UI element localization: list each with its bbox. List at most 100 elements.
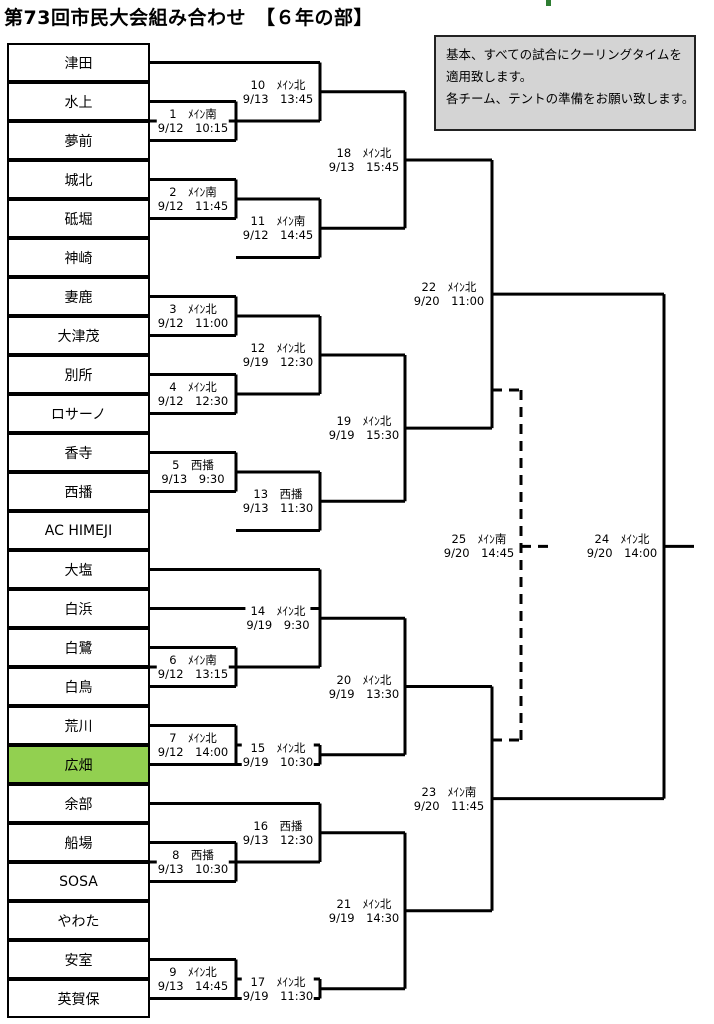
notice-line: 各チーム、テントの準備をお願い致します。 <box>446 91 695 106</box>
match-time: 9/13 14:45 <box>157 979 229 993</box>
team-box: 余部 <box>7 784 150 823</box>
match-number-venue: 1 ﾒｲﾝ南 <box>169 107 217 121</box>
match-number-venue: 8 西播 <box>172 848 214 862</box>
match-number-venue: 20 ﾒｲﾝ北 <box>336 672 392 687</box>
match-time: 9/19 9:30 <box>246 618 310 633</box>
match-number-venue: 11 ﾒｲﾝ南 <box>250 214 306 229</box>
page-title: 第73回市民大会組み合わせ 【６年の部】 <box>4 7 373 29</box>
match-number-venue: 3 ﾒｲﾝ北 <box>169 302 217 316</box>
team-box: 広畑 <box>7 745 150 784</box>
match-time: 9/13 12:30 <box>242 832 314 847</box>
team-box: 別所 <box>7 355 150 394</box>
match-time: 9/12 10:15 <box>157 121 229 135</box>
match-number-venue: 2 ﾒｲﾝ南 <box>169 185 217 199</box>
match-number-venue: 12 ﾒｲﾝ北 <box>250 341 306 355</box>
match-time: 9/20 14:00 <box>586 546 658 561</box>
team-box: 白鷺 <box>7 628 150 667</box>
team-box: 白浜 <box>7 589 150 628</box>
match-time: 9/13 15:45 <box>328 160 400 174</box>
team-box: 荒川 <box>7 706 150 745</box>
match-number-venue: 16 西播 <box>253 818 303 833</box>
match-number-venue: 21 ﾒｲﾝ北 <box>336 896 392 911</box>
match-time: 9/20 11:45 <box>413 798 485 813</box>
match-number-venue: 7 ﾒｲﾝ北 <box>169 731 217 745</box>
team-box: 香寺 <box>7 433 150 472</box>
match-time: 9/13 9:30 <box>161 472 225 486</box>
match-number-venue: 13 西播 <box>253 487 303 502</box>
match-time: 9/19 12:30 <box>242 355 314 369</box>
team-box: 安室 <box>7 940 150 979</box>
team-box: 津田 <box>7 43 150 82</box>
match-number-venue: 15 ﾒｲﾝ北 <box>250 740 306 755</box>
team-box: 英賀保 <box>7 979 150 1018</box>
team-box: 夢前 <box>7 121 150 160</box>
match-time: 9/12 14:00 <box>157 745 229 759</box>
team-box: ロサーノ <box>7 394 150 433</box>
team-box: やわた <box>7 901 150 940</box>
match-number-venue: 19 ﾒｲﾝ北 <box>336 414 392 429</box>
match-time: 9/20 14:45 <box>443 546 515 561</box>
match-number-venue: 18 ﾒｲﾝ北 <box>336 146 392 160</box>
notice-line: 基本、すべての試合にクーリングタイムを <box>446 47 682 62</box>
match-time: 9/12 11:00 <box>157 316 229 330</box>
match-time: 9/12 12:30 <box>157 394 229 408</box>
team-box: 大塩 <box>7 550 150 589</box>
match-time: 9/19 13:30 <box>328 686 400 701</box>
match-time: 9/12 11:45 <box>157 199 229 213</box>
match-time: 9/13 10:30 <box>157 862 229 876</box>
notice-box: 基本、すべての試合にクーリングタイムを 適用致します。 各チーム、テントの準備を… <box>434 35 696 131</box>
match-time: 9/13 13:45 <box>242 91 314 106</box>
team-box: 砥堀 <box>7 199 150 238</box>
match-time: 9/19 11:30 <box>242 988 314 1003</box>
team-box: 妻鹿 <box>7 277 150 316</box>
match-number-venue: 14 ﾒｲﾝ北 <box>250 604 306 619</box>
match-time: 9/19 15:30 <box>328 428 400 443</box>
team-box: 神崎 <box>7 238 150 277</box>
match-number-venue: 17 ﾒｲﾝ北 <box>250 974 306 989</box>
match-number-venue: 24 ﾒｲﾝ北 <box>594 532 650 547</box>
match-number-venue: 5 西播 <box>172 458 214 472</box>
team-box: 水上 <box>7 82 150 121</box>
accent-mark <box>546 0 551 6</box>
match-time: 9/13 11:30 <box>242 501 314 516</box>
team-box: SOSA <box>7 862 150 901</box>
notice-line: 適用致します。 <box>446 69 533 84</box>
match-time: 9/19 10:30 <box>242 754 314 769</box>
match-number-venue: 10 ﾒｲﾝ北 <box>250 77 306 92</box>
match-time: 9/12 14:45 <box>242 228 314 243</box>
match-time: 9/19 14:30 <box>328 910 400 925</box>
match-number-venue: 25 ﾒｲﾝ南 <box>451 532 507 547</box>
match-number-venue: 4 ﾒｲﾝ北 <box>169 380 217 394</box>
match-number-venue: 9 ﾒｲﾝ北 <box>169 965 217 979</box>
match-time: 9/20 11:00 <box>413 294 485 309</box>
team-box: 大津茂 <box>7 316 150 355</box>
match-time: 9/12 13:15 <box>157 667 229 681</box>
match-number-venue: 22 ﾒｲﾝ北 <box>421 280 477 295</box>
team-box: 白鳥 <box>7 667 150 706</box>
team-box: 船場 <box>7 823 150 862</box>
team-box: 城北 <box>7 160 150 199</box>
